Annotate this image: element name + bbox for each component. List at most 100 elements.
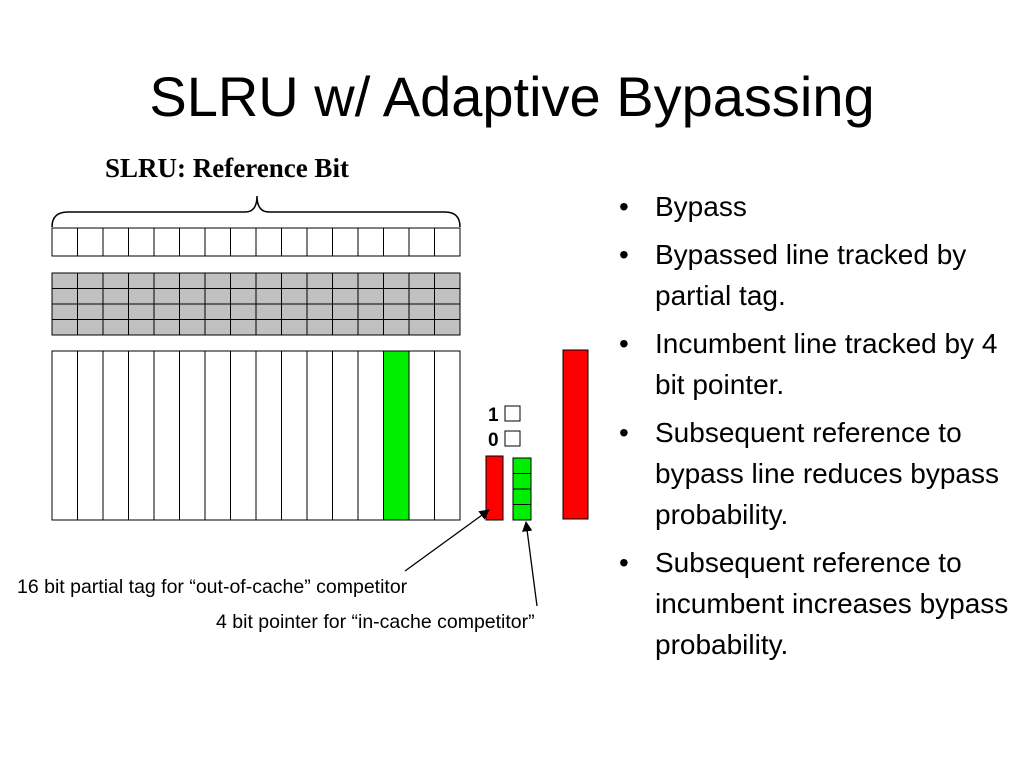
tag-cell (179, 303, 206, 320)
tag-cell (128, 319, 155, 336)
reference-bit-cell (332, 227, 359, 257)
pointer-bits (512, 457, 532, 521)
tag-cell (332, 272, 359, 289)
reference-bit-cell (383, 227, 410, 257)
pointer-bit-cell (512, 488, 532, 505)
diagram-label: SLRU: Reference Bit (105, 153, 349, 183)
reference-bit-row (51, 227, 461, 257)
cache-line-column (179, 350, 206, 521)
bullet-item: Bypass (612, 186, 1022, 227)
reference-bit-cell (408, 227, 435, 257)
bit-box-zero (504, 430, 521, 447)
cache-line-columns (51, 350, 461, 521)
cache-line-column (332, 350, 359, 521)
tag-cell (383, 288, 410, 305)
tag-cell (383, 272, 410, 289)
tag-cell (179, 288, 206, 305)
tag-cell (408, 319, 435, 336)
reference-bit-cell (77, 227, 104, 257)
pointer-bit-cell (512, 457, 532, 474)
tag-cell (255, 319, 282, 336)
tag-cell (408, 303, 435, 320)
tag-cell (281, 303, 308, 320)
tag-cell (230, 272, 257, 289)
tag-cell (51, 303, 78, 320)
tag-cell (102, 303, 129, 320)
tag-cell (332, 303, 359, 320)
cache-line-column (281, 350, 308, 521)
tag-array (51, 272, 461, 336)
cache-line-column (102, 350, 129, 521)
bit-label-zero: 0 (488, 430, 499, 451)
tag-cell (357, 288, 384, 305)
tag-cell (153, 272, 180, 289)
tag-cell (357, 272, 384, 289)
reference-bit-cell (102, 227, 129, 257)
pointer-arrow (522, 520, 538, 607)
tag-cell (434, 272, 461, 289)
cache-line-column (230, 350, 257, 521)
tag-cell (306, 288, 333, 305)
tag-cell (51, 319, 78, 336)
partial-tag-arrow (404, 509, 490, 572)
cache-line-column (434, 350, 461, 521)
tag-cell (434, 303, 461, 320)
reference-bit-cell (204, 227, 231, 257)
tag-cell (77, 272, 104, 289)
tag-cell (255, 303, 282, 320)
tag-cell (204, 303, 231, 320)
tag-cell (383, 303, 410, 320)
reference-bit-cell (51, 227, 78, 257)
tag-cell (255, 272, 282, 289)
pointer-annotation: 4 bit pointer for “in-cache competitor” (216, 611, 535, 633)
bit-box-one (504, 405, 521, 422)
tag-cell (77, 303, 104, 320)
cache-line-column (128, 350, 155, 521)
tag-cell (332, 288, 359, 305)
bypass-line-bar (562, 349, 589, 520)
tag-cell (102, 319, 129, 336)
cache-line-column (51, 350, 78, 521)
slide-title: SLRU w/ Adaptive Bypassing (149, 65, 875, 128)
tag-cell (204, 319, 231, 336)
pointer-bit-cell (512, 504, 532, 521)
pointer-bit-cell (512, 473, 532, 490)
tag-cell (306, 303, 333, 320)
tag-cell (77, 319, 104, 336)
tag-cell (281, 319, 308, 336)
tag-cell (204, 288, 231, 305)
partial-tag-annotation: 16 bit partial tag for “out-of-cache” co… (17, 576, 408, 598)
cache-line-column (204, 350, 231, 521)
reference-bit-cell (306, 227, 333, 257)
tag-cell (153, 319, 180, 336)
tag-cell (179, 272, 206, 289)
reference-bit-cell (255, 227, 282, 257)
bullet-item: Subsequent reference to incumbent increa… (612, 542, 1022, 665)
tag-cell (153, 303, 180, 320)
tag-cell (255, 288, 282, 305)
tag-cell (128, 288, 155, 305)
tag-cell (332, 319, 359, 336)
bullet-item: Bypassed line tracked by partial tag. (612, 234, 1022, 316)
reference-bit-cell (434, 227, 461, 257)
reference-bit-cell (153, 227, 180, 257)
tag-cell (230, 303, 257, 320)
cache-line-column (408, 350, 435, 521)
tag-cell (281, 272, 308, 289)
tag-cell (357, 319, 384, 336)
cache-line-column (357, 350, 384, 521)
tag-cell (306, 272, 333, 289)
highlighted-cache-line (383, 350, 410, 521)
tag-cell (306, 319, 333, 336)
tag-cell (128, 272, 155, 289)
tag-cell (153, 288, 180, 305)
tag-cell (408, 288, 435, 305)
reference-bit-cell (128, 227, 155, 257)
tag-cell (281, 288, 308, 305)
tag-cell (51, 288, 78, 305)
tag-cell (230, 288, 257, 305)
tag-cell (383, 319, 410, 336)
tag-cell (179, 319, 206, 336)
reference-bit-cell (230, 227, 257, 257)
column-brace (51, 195, 461, 228)
